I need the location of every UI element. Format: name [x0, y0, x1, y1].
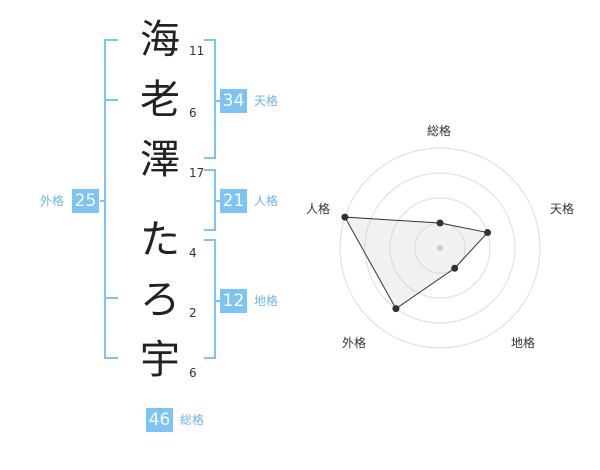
- radar-point-1: [436, 219, 444, 227]
- jinkaku-bracket: [204, 169, 216, 231]
- chikaku-bracket: [204, 239, 216, 359]
- chikaku-label: 地格: [254, 294, 279, 308]
- radar-chart: [339, 147, 541, 349]
- soukaku-badge: 46: [146, 408, 173, 432]
- radar-axis-label-soukaku: 総格: [427, 124, 452, 138]
- radar-point-3: [451, 264, 459, 272]
- radar-center: [437, 245, 443, 251]
- name-char-5: ろ: [140, 277, 180, 323]
- radar-axis-label-tenkaku: 天格: [550, 202, 575, 216]
- soukaku-label: 総格: [180, 413, 205, 427]
- stroke-count-4: 4: [189, 246, 197, 260]
- stroke-count-3: 17: [189, 166, 205, 180]
- tenkaku-bracket: [204, 39, 216, 159]
- name-char-3: 澤: [140, 137, 180, 183]
- radar-point-5: [341, 213, 349, 221]
- name-char-4: た: [140, 217, 180, 263]
- tenkaku-badge: 34: [220, 89, 247, 113]
- jinkaku-badge: 21: [220, 189, 247, 213]
- radar-ring-3: [364, 172, 516, 324]
- tenkaku-label: 天格: [254, 94, 279, 108]
- radar-axis-label-jinkaku: 人格: [306, 202, 331, 216]
- stroke-count-6: 6: [189, 366, 197, 380]
- gaikaku-badge: 25: [72, 189, 99, 213]
- jinkaku-label: 人格: [254, 194, 279, 208]
- stroke-count-2: 6: [189, 106, 197, 120]
- radar-point-4: [392, 305, 400, 313]
- radar-ring-4: [339, 147, 541, 349]
- radar-axis-label-gaikaku: 外格: [342, 336, 367, 350]
- radar-axis-label-chikaku: 地格: [511, 336, 536, 350]
- radar-point-2: [484, 229, 492, 237]
- gaikaku-bracket: [104, 39, 118, 359]
- stroke-count-5: 2: [189, 306, 197, 320]
- radar-ring-2: [389, 197, 491, 299]
- chikaku-badge: 12: [220, 289, 247, 313]
- name-char-1: 海: [140, 17, 180, 63]
- gaikaku-label: 外格: [40, 194, 65, 208]
- stroke-count-1: 11: [189, 44, 205, 58]
- radar-polygon: [344, 216, 489, 310]
- name-char-6: 宇: [140, 337, 180, 383]
- name-char-2: 老: [140, 77, 180, 123]
